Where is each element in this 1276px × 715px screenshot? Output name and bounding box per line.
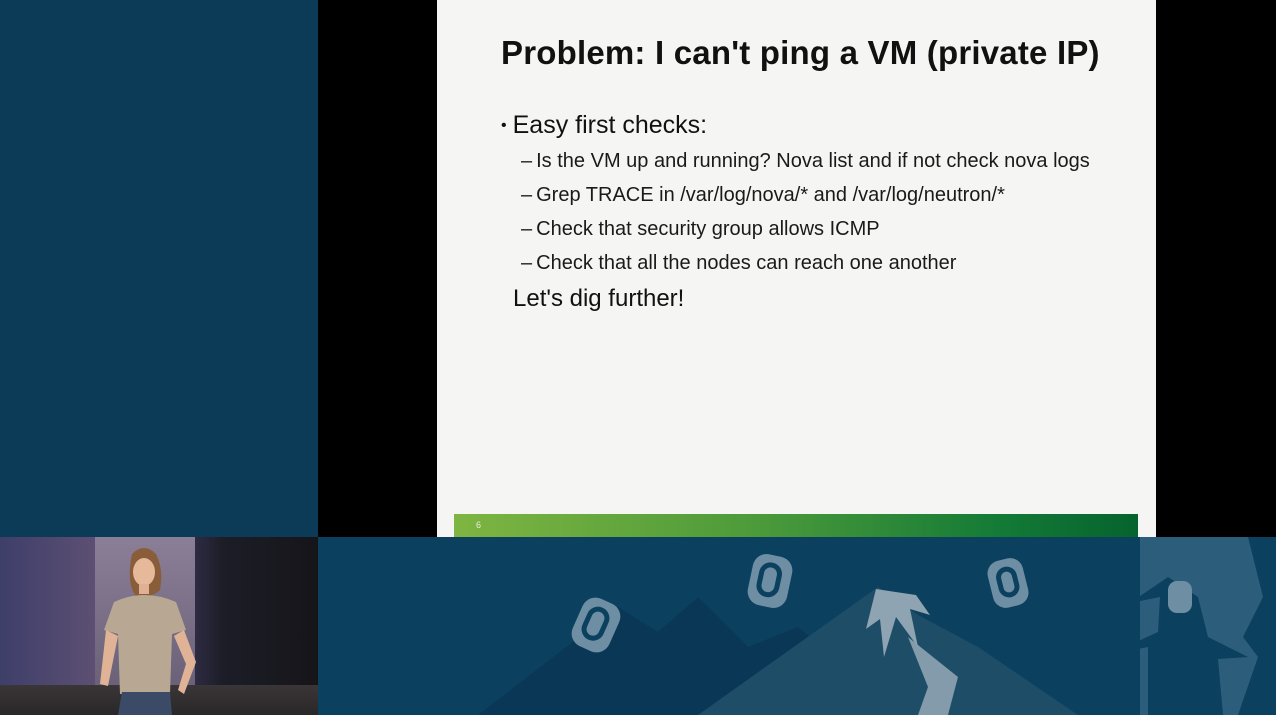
dash-icon: – [521,218,533,240]
sub-bullet: –Grep TRACE in /var/log/nova/* and /var/… [521,184,1005,207]
conference-banner [318,537,1276,715]
sub-bullet-text: Check that all the nodes can reach one a… [536,252,957,274]
dash-icon: – [521,184,533,206]
sub-bullet-text: Grep TRACE in /var/log/nova/* and /var/l… [536,184,1005,206]
presenter-figure [100,548,196,715]
slide-number: 6 [476,520,482,530]
dash-icon: – [521,150,533,172]
closing-text: Let's dig further! [513,285,685,312]
main-bullet-text: Easy first checks: [512,111,708,139]
presentation-slide: Problem: I can't ping a VM (private IP) … [437,0,1156,537]
slide-area: Problem: I can't ping a VM (private IP) … [318,0,1276,537]
slide-title: Problem: I can't ping a VM (private IP) [501,34,1100,71]
sub-bullet: –Check that all the nodes can reach one … [521,252,956,275]
sub-bullet-text: Check that security group allows ICMP [536,218,880,240]
sub-bullet: –Check that security group allows ICMP [521,218,880,241]
bullet-dot-icon: • [501,117,507,135]
main-bullet: • Easy first checks: [501,111,707,140]
speaker-video-panel [0,537,318,715]
sub-bullet-text: Is the VM up and running? Nova list and … [536,150,1090,172]
mountain-illustration [318,537,1276,715]
left-background-panel [0,0,318,537]
slide-footer-bar: 6 [454,514,1138,537]
sub-bullet: –Is the VM up and running? Nova list and… [521,150,1090,173]
dash-icon: – [521,252,533,274]
